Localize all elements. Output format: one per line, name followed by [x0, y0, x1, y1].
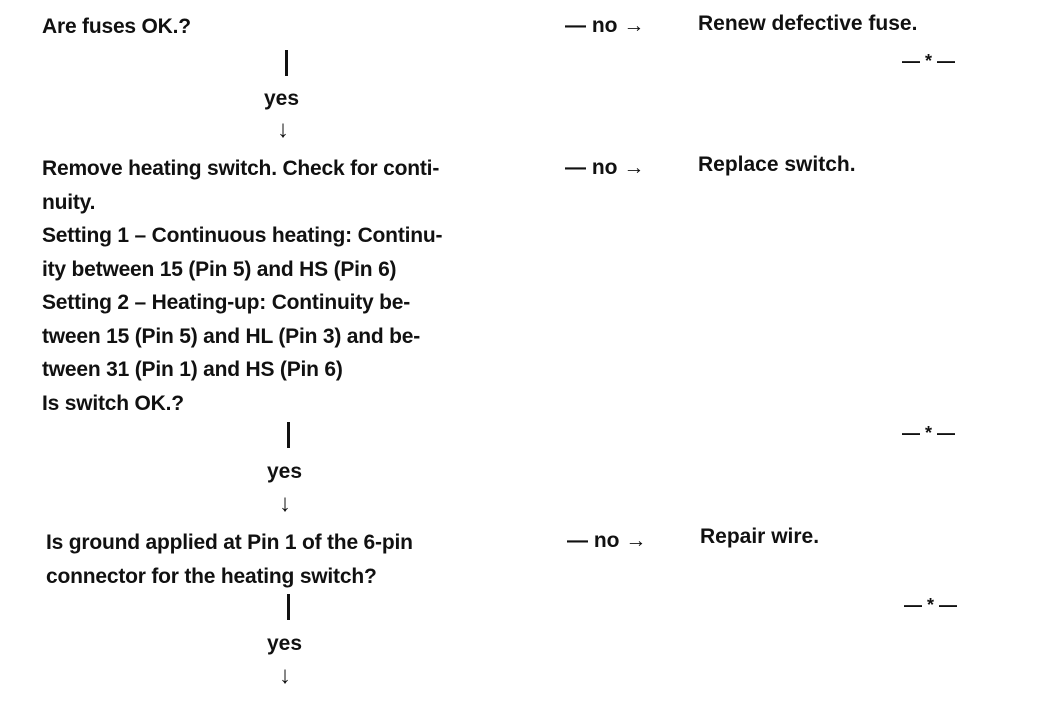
step-3-question-line: connector for the heating switch?	[46, 564, 377, 588]
step-1-end-mark: — * —	[902, 51, 956, 71]
step-3-end-mark: — * —	[904, 595, 958, 615]
step-2-flow-line	[287, 422, 290, 448]
step-2-question-line: tween 31 (Pin 1) and HS (Pin 6)	[42, 358, 343, 381]
step-2-question-line: Setting 1 – Continuous heating: Continu-	[42, 224, 443, 247]
step-3-question-line: Is ground applied at Pin 1 of the 6-pin	[46, 531, 413, 554]
step-1-down-arrow-icon: ↓	[277, 116, 289, 143]
step-1-action: Renew defective fuse.	[698, 12, 918, 35]
step-1-yes-label: yes	[264, 87, 300, 110]
step-3-down-arrow-icon: ↓	[279, 662, 291, 689]
step-1-flow-line	[285, 50, 288, 76]
step-2-question-line: Is switch OK.?	[42, 391, 184, 415]
step-2-yes-label: yes	[267, 460, 303, 483]
step-3-yes-label: yes	[267, 632, 303, 655]
step-1-question-line: Are fuses OK.?	[42, 15, 191, 38]
step-3-action: Repair wire.	[700, 525, 820, 548]
step-2-question-line: tween 15 (Pin 5) and HL (Pin 3) and be-	[42, 324, 421, 348]
step-2-question: Remove heating switch. Check for conti- …	[42, 152, 442, 420]
step-2-down-arrow-icon: ↓	[279, 490, 291, 517]
step-2-question-line: Setting 2 – Heating-up: Continuity be-	[42, 291, 411, 314]
step-2-action: Replace switch.	[698, 153, 856, 176]
step-2-no-branch: — no →	[565, 156, 645, 179]
step-3-flow-line	[287, 594, 290, 620]
step-2-question-line: nuity.	[42, 190, 96, 214]
step-2-question-line: ity between 15 (Pin 5) and HS (Pin 6)	[42, 257, 397, 281]
step-2-question-line: Remove heating switch. Check for conti-	[42, 157, 440, 180]
step-1-question: Are fuses OK.?	[42, 10, 191, 44]
step-3-no-branch: — no →	[567, 529, 647, 552]
step-1-no-branch: — no →	[565, 14, 645, 37]
step-2-end-mark: — * —	[902, 423, 956, 443]
step-3-question: Is ground applied at Pin 1 of the 6-pin …	[46, 526, 413, 593]
